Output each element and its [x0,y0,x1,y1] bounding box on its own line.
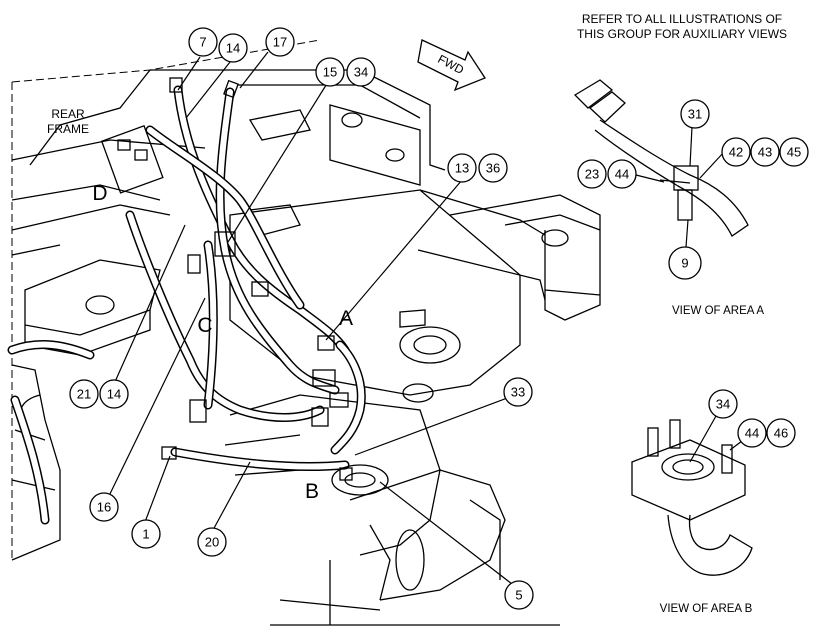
rear-frame-line-1: REAR [51,107,85,121]
callout-42: 42 [721,137,751,167]
callout-15: 15 [315,57,345,87]
callout-46: 46 [766,418,796,448]
callout-23: 23 [577,159,607,189]
svg-text:5: 5 [515,588,522,603]
note-line-1: REFER TO ALL ILLUSTRATIONS OF [582,12,782,26]
svg-text:45: 45 [787,145,801,160]
callout-33: 33 [503,377,533,407]
callout-14-top: 14 [218,33,248,63]
svg-text:42: 42 [729,145,743,160]
svg-text:44: 44 [745,426,759,441]
view-area-a-drawing [573,79,749,237]
area-letter-c: C [197,314,212,337]
callout-1: 1 [131,519,161,549]
svg-text:44: 44 [615,167,629,182]
rear-frame-drawing [11,39,601,626]
svg-text:31: 31 [688,107,702,122]
callout-16: 16 [89,492,119,522]
svg-text:34: 34 [354,65,368,80]
svg-text:34: 34 [716,397,730,412]
svg-text:7: 7 [199,35,206,50]
svg-text:16: 16 [97,500,111,515]
svg-text:36: 36 [486,161,500,176]
callout-13: 13 [447,153,477,183]
callout-43: 43 [750,137,780,167]
callout-5: 5 [504,580,534,610]
callout-34-top: 34 [346,57,376,87]
svg-text:15: 15 [323,65,337,80]
svg-text:46: 46 [774,426,788,441]
view-area-b-label: VIEW OF AREA B [660,603,753,615]
view-area-b-drawing [631,419,753,576]
svg-text:9: 9 [681,256,688,271]
svg-text:23: 23 [585,167,599,182]
callout-44-a: 44 [607,159,637,189]
svg-text:43: 43 [758,145,772,160]
rear-frame-line-2: FRAME [47,122,89,136]
forward-arrow-icon: FWD [417,39,486,92]
callout-7: 7 [188,27,218,57]
svg-text:33: 33 [511,385,525,400]
hose-routing [7,77,389,525]
svg-text:1: 1 [142,527,149,542]
callout-31: 31 [680,99,710,129]
note-line-2: THIS GROUP FOR AUXILIARY VIEWS [577,27,787,41]
svg-text:20: 20 [205,535,219,550]
area-letter-b: B [305,480,319,503]
svg-text:14: 14 [107,387,121,402]
callout-17: 17 [265,27,295,57]
leader-lines [107,51,755,585]
svg-text:21: 21 [77,387,91,402]
area-letter-d: D [92,182,107,205]
callouts: 7 14 17 15 34 13 36 21 14 33 16 1 20 5 3… [69,27,809,610]
callout-9: 9 [668,246,702,280]
svg-text:14: 14 [226,41,240,56]
callout-20: 20 [197,527,227,557]
callout-14-left: 14 [99,379,129,409]
callout-34-b: 34 [708,389,738,419]
callout-36: 36 [478,153,508,183]
svg-text:13: 13 [455,161,469,176]
svg-text:17: 17 [273,35,287,50]
callout-45: 45 [779,137,809,167]
view-area-a-label: VIEW OF AREA A [672,305,764,317]
callout-44-b: 44 [737,418,767,448]
callout-21: 21 [69,379,99,409]
